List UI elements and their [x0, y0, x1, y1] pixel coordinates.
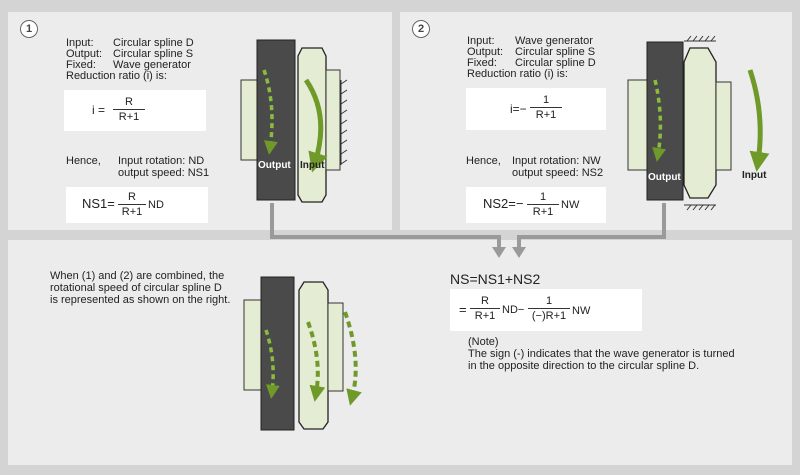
combined-circular-spline-d — [260, 276, 295, 431]
panel1-formula-den: R+1 — [118, 111, 140, 123]
panel2-circular-spline-s — [646, 41, 684, 201]
panel2-number-badge: 2 — [412, 20, 430, 38]
combined-description-line1: When (1) and (2) are combined, the — [50, 270, 225, 282]
combined-assembly — [243, 276, 362, 431]
panel1-input-label: Input — [300, 160, 325, 171]
panel2-result-num: 1 — [539, 191, 547, 203]
panel2-formula-box — [466, 88, 606, 130]
panel1-result-box — [66, 187, 208, 223]
panel2-wave-generator — [683, 47, 717, 199]
panel1-formula-lhs: i = — [92, 103, 106, 117]
panel1-circular-spline-d — [256, 39, 296, 201]
combined-eq-tail: NW — [572, 305, 591, 317]
panel1-hence: Hence, — [66, 155, 101, 167]
panel2-formula-den: R+1 — [535, 109, 557, 121]
panel2-result-fraction: 1 R+1 — [527, 191, 559, 218]
panel1-formula-num: R — [125, 96, 133, 108]
panel2-assembly — [627, 35, 770, 211]
combined-eq-num1: R — [481, 295, 489, 307]
panel2-hatch-bottom — [686, 204, 716, 211]
combined-eq-den1: R+1 — [474, 310, 496, 322]
panel1-result-fraction: R R+1 — [118, 191, 146, 218]
note-title: (Note) — [468, 336, 499, 348]
combined-eq-num2: 1 — [545, 295, 553, 307]
panel2-solid-arrow-icon — [747, 69, 770, 172]
panel2-input-rotation: Input rotation: NW — [512, 155, 601, 167]
panel2-value-output: Circular spline S — [515, 46, 596, 58]
panel2-right-plate — [715, 81, 732, 171]
panel1-dashed-arrow-icon — [262, 69, 278, 155]
panel2-result-lhs: NS2=− — [483, 196, 524, 211]
combined-equation-box — [450, 289, 642, 331]
panel2-label-input: Input: — [467, 35, 495, 47]
combined-right-plate — [327, 302, 344, 392]
combined-eq-den2: (−)R+1 — [531, 310, 567, 322]
panel1-ratio-text: Reduction ratio (i) is: — [66, 70, 167, 82]
panel2-hence: Hence, — [466, 155, 501, 167]
panel-combined — [8, 240, 792, 465]
note-line2: in the opposite direction to the circula… — [468, 360, 700, 372]
combined-eq-lhs: = — [459, 302, 467, 317]
combined-eq-fraction-2: 1 (−)R+1 — [528, 295, 570, 322]
connector-arrows — [270, 203, 666, 258]
panel2-left-plate — [627, 79, 648, 171]
panel1-label-fixed: Fixed: — [66, 59, 96, 71]
combined-left-plate — [243, 299, 262, 391]
panel2-dashed-arrow-icon — [652, 79, 667, 162]
combined-circular-spline-s — [298, 281, 329, 430]
panel1-result-den: R+1 — [121, 206, 143, 218]
panel1-label-input: Input: — [66, 37, 94, 49]
panel1-formula-fraction: R R+1 — [113, 96, 145, 123]
panel1-solid-arrow-icon — [303, 78, 328, 173]
panel2-formula-num: 1 — [542, 94, 550, 106]
panel1-result-lhs: NS1= — [82, 196, 115, 211]
panel2-output-label: Output — [648, 172, 681, 183]
panel1-output-label: Output — [258, 160, 291, 171]
panel2-formula-lhs: i=− — [510, 102, 527, 116]
panel1-wave-generator-plate — [240, 79, 258, 161]
panel2-label-output: Output: — [467, 46, 504, 58]
combined-dashed-arrow-1-icon — [264, 329, 280, 399]
panel1-formula-box — [64, 90, 206, 131]
panel2-label-fixed: Fixed: — [467, 57, 497, 69]
combined-eq-mid: ND− — [502, 304, 525, 316]
note-line1: The sign (-) indicates that the wave gen… — [468, 348, 735, 360]
panel2-ratio-text: Reduction ratio (i) is: — [467, 68, 568, 80]
panel1-input-rotation: Input rotation: ND — [118, 155, 205, 167]
combined-dashed-arrow-3-icon — [343, 311, 362, 406]
panel1-output-speed: output speed: NS1 — [118, 167, 210, 179]
panel1-value-input: Circular spline D — [113, 37, 194, 49]
panel1-assembly — [240, 39, 348, 203]
panel2-hatch-top — [686, 35, 716, 42]
combined-eq-fraction-1: R R+1 — [470, 295, 500, 322]
panel1-right-plate — [325, 69, 341, 171]
combined-description-line3: is represented as shown on the right. — [50, 294, 231, 306]
panel1-value-output: Circular spline S — [113, 48, 194, 60]
panel2-input-label: Input — [742, 170, 767, 181]
panel2-output-speed: output speed: NS2 — [512, 167, 604, 179]
panel2-formula-fraction: 1 R+1 — [530, 94, 562, 121]
panel2-result-box — [466, 187, 606, 223]
panel1-hatch — [340, 79, 348, 165]
panel1-result-tail: ND — [148, 199, 164, 211]
combined-ns-equation: NS=NS1+NS2 — [450, 271, 541, 287]
panel1-number-badge: 1 — [20, 20, 38, 38]
panel1-value-fixed: Wave generator — [113, 59, 191, 71]
panel2-result-den: R+1 — [532, 206, 554, 218]
panel1-result-num: R — [128, 191, 136, 203]
panel2-value-input: Wave generator — [515, 35, 593, 47]
combined-description-line2: rotational speed of circular spline D — [50, 282, 222, 294]
panel2-value-fixed: Circular spline D — [515, 57, 596, 69]
panel1-label-output: Output: — [66, 48, 103, 60]
panel2-result-tail: NW — [561, 199, 580, 211]
